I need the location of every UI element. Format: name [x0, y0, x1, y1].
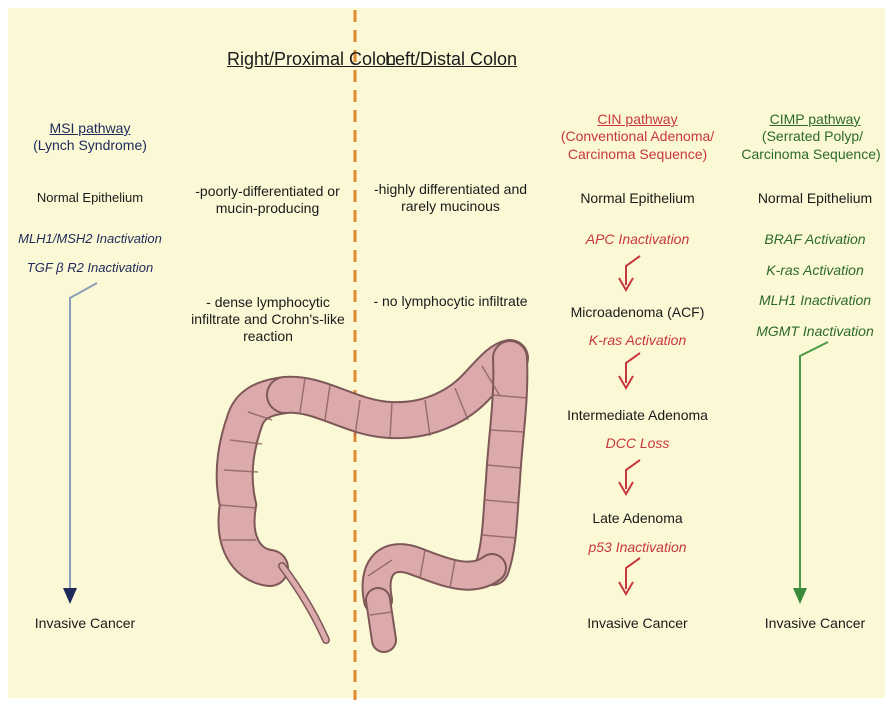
cimp-pathway-subtitle-line1: (Serrated Polyp/: [735, 126, 887, 146]
msi-mlh1-msh2-inactivation: MLH1/MSH2 Inactivation: [5, 229, 175, 249]
msi-tgf-beta-r2-inactivation: TGF β R2 Inactivation: [5, 258, 175, 278]
cimp-normal-epithelium: Normal Epithelium: [740, 188, 887, 208]
cimp-mlh1-inactivation: MLH1 Inactivation: [740, 290, 887, 310]
cin-pathway-subtitle-line2: Carcinoma Sequence): [550, 144, 725, 164]
right-feature-infiltrate-line3: reaction: [178, 326, 358, 346]
cin-apc-inactivation: APC Inactivation: [555, 229, 720, 249]
cin-kras-activation: K-ras Activation: [555, 330, 720, 350]
msi-invasive-cancer: Invasive Cancer: [15, 613, 155, 633]
cin-dcc-loss: DCC Loss: [555, 433, 720, 453]
cimp-kras-activation: K-ras Activation: [740, 260, 887, 280]
cimp-arrow: [793, 342, 828, 604]
msi-normal-epithelium: Normal Epithelium: [15, 188, 165, 208]
cin-microadenoma: Microadenoma (ACF): [555, 302, 720, 322]
cin-arrow-1: [619, 256, 640, 290]
cin-arrow-2: [619, 353, 640, 388]
cin-p53-inactivation: p53 Inactivation: [555, 537, 720, 557]
cimp-pathway-subtitle-line2: Carcinoma Sequence): [732, 144, 887, 164]
cimp-braf-activation: BRAF Activation: [740, 229, 887, 249]
msi-pathway-subtitle: (Lynch Syndrome): [20, 135, 160, 155]
left-distal-colon-heading: Left/Distal Colon: [385, 48, 517, 70]
cin-arrow-3: [619, 460, 640, 494]
left-feature-differentiation-line2: rarely mucinous: [358, 196, 543, 216]
msi-arrow: [63, 283, 97, 604]
colon-illustration: [220, 358, 527, 640]
cimp-invasive-cancer: Invasive Cancer: [740, 613, 887, 633]
right-proximal-colon-heading: Right/Proximal Colon: [227, 48, 396, 70]
cin-intermediate-adenoma: Intermediate Adenoma: [550, 405, 725, 425]
cin-late-adenoma: Late Adenoma: [555, 508, 720, 528]
cin-normal-epithelium: Normal Epithelium: [555, 188, 720, 208]
left-feature-infiltrate: - no lymphocytic infiltrate: [358, 291, 543, 311]
cin-pathway-subtitle-line1: (Conventional Adenoma/: [550, 126, 725, 146]
cin-invasive-cancer: Invasive Cancer: [555, 613, 720, 633]
right-feature-differentiation-line2: mucin-producing: [180, 198, 355, 218]
cin-arrow-4: [619, 558, 640, 594]
cimp-mgmt-inactivation: MGMT Inactivation: [740, 321, 887, 341]
